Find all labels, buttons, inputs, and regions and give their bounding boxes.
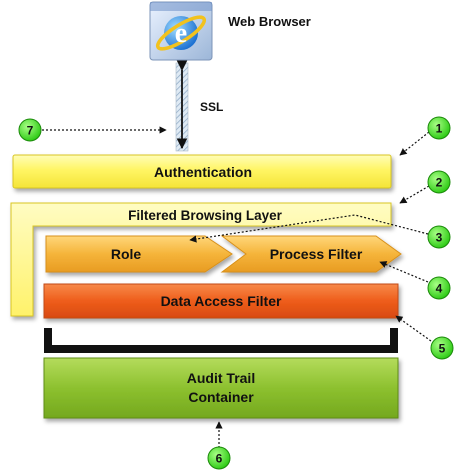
callout-leader-5: [395, 315, 432, 342]
callout-leader-2: [399, 185, 430, 204]
process-filter-chevron: [220, 235, 402, 273]
callout-badge-4: 4: [427, 276, 451, 300]
audit-trail-label-line2: Container: [188, 389, 254, 405]
svg-text:1: 1: [436, 122, 443, 136]
authentication-label: Authentication: [154, 164, 252, 180]
svg-text:3: 3: [436, 231, 443, 245]
svg-text:e: e: [175, 18, 187, 49]
filtered-browsing-label: Filtered Browsing Layer: [128, 208, 283, 223]
callout-leader-4: [379, 261, 429, 283]
audit-trail-container: [43, 357, 399, 419]
callout-leader-1: [399, 131, 430, 156]
role-chevron: [45, 235, 233, 273]
browser-icon-group: e: [149, 1, 213, 61]
callout-badge-7: 7: [18, 118, 42, 142]
callout-leader-3: [189, 214, 429, 243]
audit-trail-label-line1: Audit Trail: [187, 370, 255, 386]
data-access-filter-layer: [43, 283, 399, 319]
role-label: Role: [111, 246, 142, 262]
process-filter-label: Process Filter: [270, 246, 363, 262]
callout-badge-5: 5: [430, 336, 454, 360]
callout-badge-1: 1: [427, 116, 451, 140]
callout-badge-2: 2: [427, 170, 451, 194]
audit-bracket: [44, 328, 398, 353]
authentication-layer: [12, 154, 392, 189]
svg-text:2: 2: [436, 176, 443, 190]
svg-text:4: 4: [436, 282, 443, 296]
data-access-filter-label: Data Access Filter: [161, 293, 282, 309]
callout-badge-6: 6: [207, 446, 231, 470]
ssl-label: SSL: [200, 100, 223, 114]
svg-text:7: 7: [27, 124, 34, 138]
svg-text:5: 5: [439, 342, 446, 356]
callout-badge-3: 3: [427, 225, 451, 249]
svg-text:6: 6: [216, 452, 223, 466]
browser-label: Web Browser: [228, 14, 311, 29]
filtered-browsing-layer: [10, 202, 392, 317]
